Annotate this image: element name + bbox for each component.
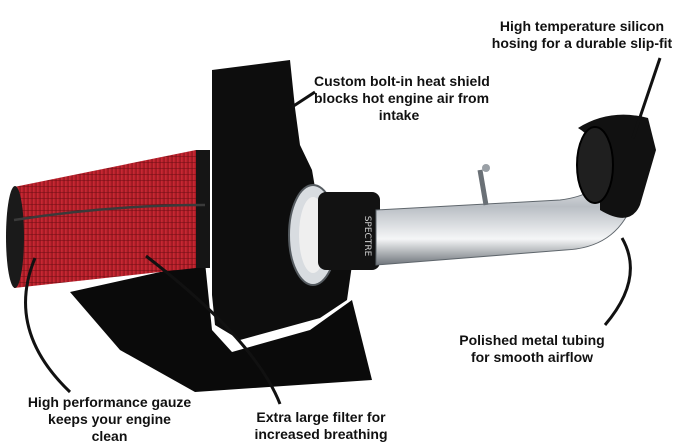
callout-line: hosing for a durable slip-fit [491,35,673,51]
callout-line: for smooth airflow [470,349,594,365]
leader-line-shield [291,90,316,109]
callout-line: Custom bolt-in heat shield [314,73,490,89]
callout-line: clean [91,428,128,444]
callout-heat-shield: Custom bolt-in heat shield blocks hot en… [314,73,490,124]
callout-line: increased breathing [254,426,388,442]
callout-line: Extra large filter for [256,409,386,425]
callout-line: Polished metal tubing [459,332,605,348]
callout-silicon-hosing: High temperature silicon hosing for a du… [482,18,682,52]
callout-polished-tubing: Polished metal tubing for smooth airflow [447,332,617,366]
callout-line: High performance gauze [27,394,192,410]
callout-line: High temperature silicon [499,18,665,34]
coupler-brand-text: SPECTRE [362,216,372,257]
callout-line: intake [378,107,420,123]
leader-line-filter [145,254,282,405]
leader-line-polished [603,237,632,326]
silicone-coupler: SPECTRE [318,192,380,270]
leader-line-gauze [24,257,72,394]
callout-performance-gauze: High performance gauze keeps your engine… [2,394,217,445]
breather-nipple [477,169,489,206]
air-filter [6,150,210,288]
callout-line: blocks hot engine air from [314,90,490,106]
shield-base-plate [70,262,372,392]
callout-line: keeps your engine [48,411,171,427]
leader-line-silicon [631,57,662,139]
callout-large-filter: Extra large filter for increased breathi… [236,409,406,443]
